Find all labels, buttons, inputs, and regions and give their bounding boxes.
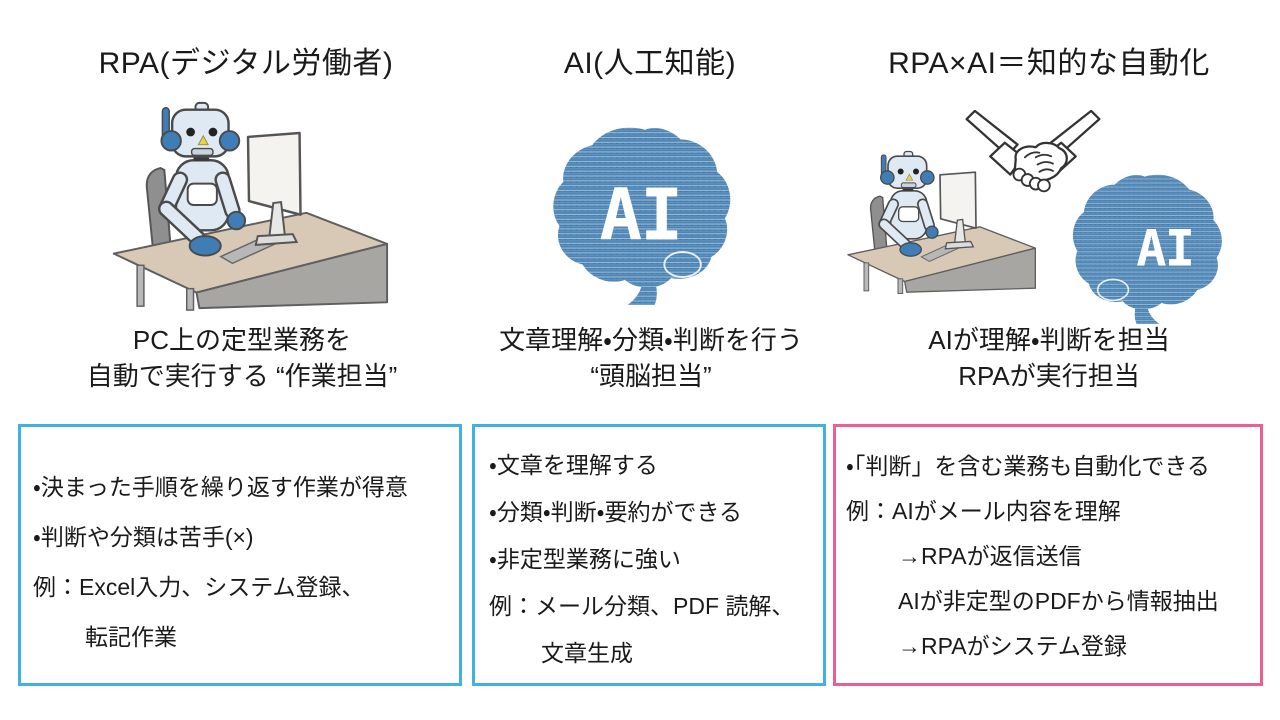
box-line: 転記作業 xyxy=(85,624,177,650)
header-ai: AI(人工知能) xyxy=(563,47,737,80)
ai-label: AI xyxy=(599,173,681,256)
box-line: ・非定型業務に強い xyxy=(489,546,681,572)
box-line: ・「判断」を含む業務も自動化できる xyxy=(846,453,1210,479)
caption-line: 自動で実行する “作業担当” xyxy=(86,361,398,391)
box-line: ・文章を理解する xyxy=(489,452,658,478)
header-rpa: RPA(デジタル労働者) xyxy=(98,47,394,80)
caption-ai: 文章理解・分類・判断を行う “頭脳担当” xyxy=(499,322,803,394)
robot-at-desk-icon xyxy=(114,103,387,310)
box-line: →RPAが返信送信 xyxy=(898,543,1082,569)
box-line: 例：Excel入力、システム登録、 xyxy=(33,574,365,600)
caption-rpa-ai: AIが理解・判断を担当 RPAが実行担当 xyxy=(928,322,1169,394)
box-line: 例：メール分類、PDF 読解、 xyxy=(489,593,795,619)
box-line: AIが非定型のPDFから情報抽出 xyxy=(898,588,1219,614)
ai-feature-box: ・文章を理解する・分類・判断・要約ができる・非定型業務に強い例：メール分類、PD… xyxy=(472,424,826,686)
ai-brain-illustration: AI xyxy=(546,122,748,305)
caption-line: “頭脳担当” xyxy=(590,361,712,391)
caption-line: AIが理解・判断を担当 xyxy=(928,325,1170,355)
box-line: →RPAがシステム登録 xyxy=(898,633,1127,659)
caption-rpa: PC上の定型業務を 自動で実行する “作業担当” xyxy=(87,322,398,394)
box-line: ・分類・判断・要約ができる xyxy=(489,499,743,525)
box-line: 例：AIがメール内容を理解 xyxy=(846,498,1121,524)
rpa-ai-feature-box: ・「判断」を含む業務も自動化できる例：AIがメール内容を理解 →RPAが返信送信 A… xyxy=(833,424,1263,686)
caption-line: 文章理解・分類・判断を行う xyxy=(499,325,803,355)
box-line: ・決まった手順を繰り返す作業が得意 xyxy=(33,474,408,500)
rpa-feature-box: ・決まった手順を繰り返す作業が得意・判断や分類は苦手(×) 例：Excel入力、シ… xyxy=(18,424,462,686)
rpa-ai-combo-illustration: AI xyxy=(840,108,1268,328)
box-line: ・判断や分類は苦手(×) xyxy=(33,524,254,550)
caption-line: RPAが実行担当 xyxy=(958,361,1140,391)
robot-at-desk-illustration xyxy=(102,98,394,312)
caption-line: PC上の定型業務を xyxy=(132,325,352,355)
header-rpa-ai: RPA×AI＝知的な自動化 xyxy=(888,47,1210,80)
ai-label-right: AI xyxy=(1136,219,1193,278)
box-line: 文章生成 xyxy=(541,640,633,666)
